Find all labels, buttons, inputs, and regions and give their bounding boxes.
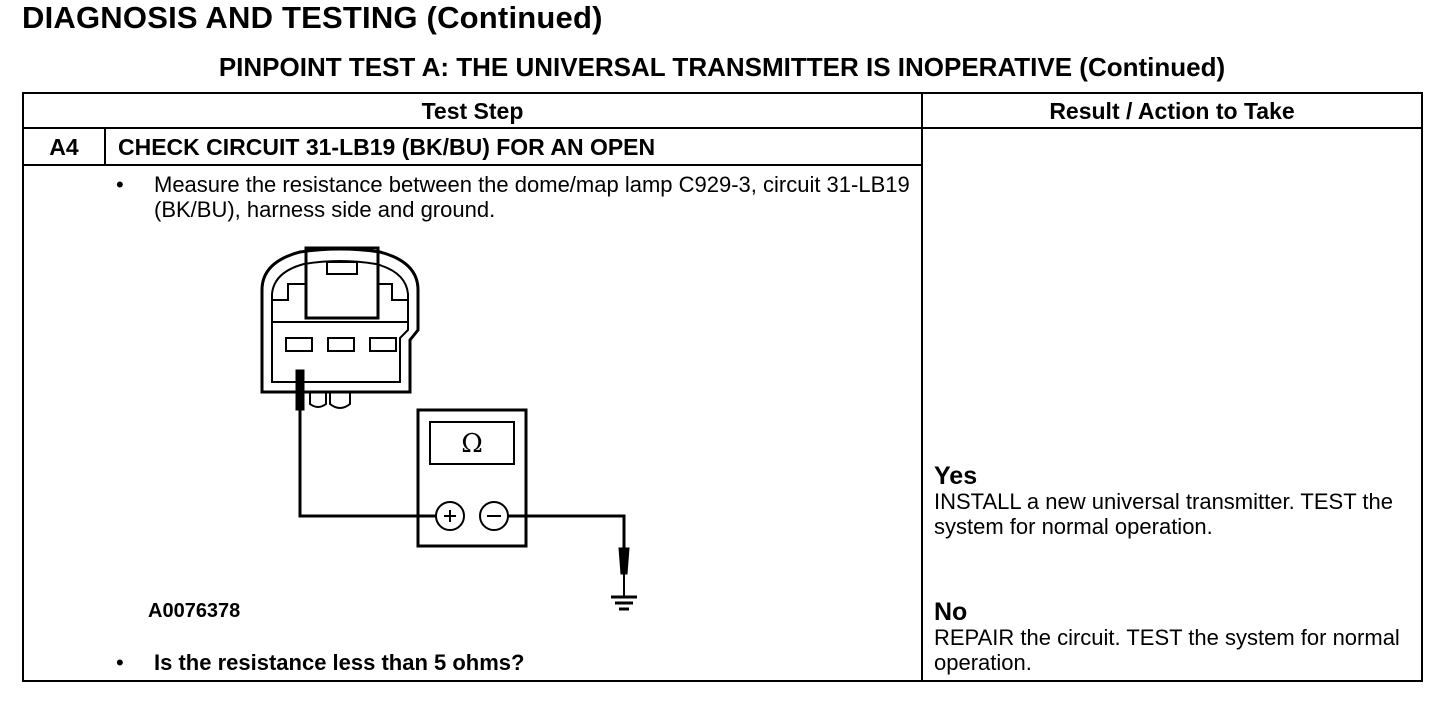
pinpoint-test-title: PINPOINT TEST A: THE UNIVERSAL TRANSMITT… <box>218 52 1226 82</box>
bullet-marker: • <box>116 650 124 675</box>
result-yes-label: Yes <box>934 462 978 490</box>
ohm-symbol: Ω <box>461 429 483 459</box>
step-title: CHECK CIRCUIT 31-LB19 (BK/BU) FOR AN OPE… <box>118 134 656 160</box>
connector-ohmmeter-diagram: Ω <box>260 246 637 611</box>
step-title-divider <box>22 164 923 166</box>
connector-latch <box>304 246 380 320</box>
table-border-left <box>22 92 24 682</box>
negative-test-lead <box>508 514 626 548</box>
right-locking-ear <box>378 283 408 301</box>
column-divider <box>921 92 923 682</box>
ohmmeter-display <box>429 421 515 465</box>
positive-test-lead <box>298 410 436 518</box>
step-instruction: Measure the resistance between the dome/… <box>154 172 910 222</box>
meter-probe-positive <box>295 369 305 411</box>
step-id-divider <box>104 127 106 165</box>
step-id: A4 <box>49 134 79 160</box>
terminal-cavity-1 <box>369 337 397 352</box>
left-locking-ear <box>272 283 306 301</box>
column-header-test-step: Test Step <box>421 98 524 124</box>
page-title: DIAGNOSIS AND TESTING (Continued) <box>22 0 603 35</box>
figure-id: A0076378 <box>148 600 241 622</box>
table-border-top <box>22 92 1423 94</box>
table-border-right <box>1421 92 1423 682</box>
step-question: Is the resistance less than 5 ohms? <box>154 650 525 675</box>
result-yes-action: INSTALL a new universal transmitter. TES… <box>934 489 1393 539</box>
ohmmeter-body <box>416 408 528 548</box>
terminal-cavity-2 <box>327 337 355 352</box>
meter-plus-terminal <box>435 501 465 531</box>
table-border-bottom <box>22 680 1423 682</box>
connector-key <box>309 392 351 409</box>
connector-housing <box>260 247 420 394</box>
meter-probe-negative <box>618 547 630 575</box>
result-no-label: No <box>934 598 968 626</box>
column-header-result: Result / Action to Take <box>1049 98 1295 124</box>
header-divider <box>22 127 1423 129</box>
bullet-marker: • <box>116 172 124 197</box>
result-no-action: REPAIR the circuit. TEST the system for … <box>934 625 1400 675</box>
latch-tab <box>326 261 358 275</box>
terminal-cavity-3 <box>285 337 313 352</box>
